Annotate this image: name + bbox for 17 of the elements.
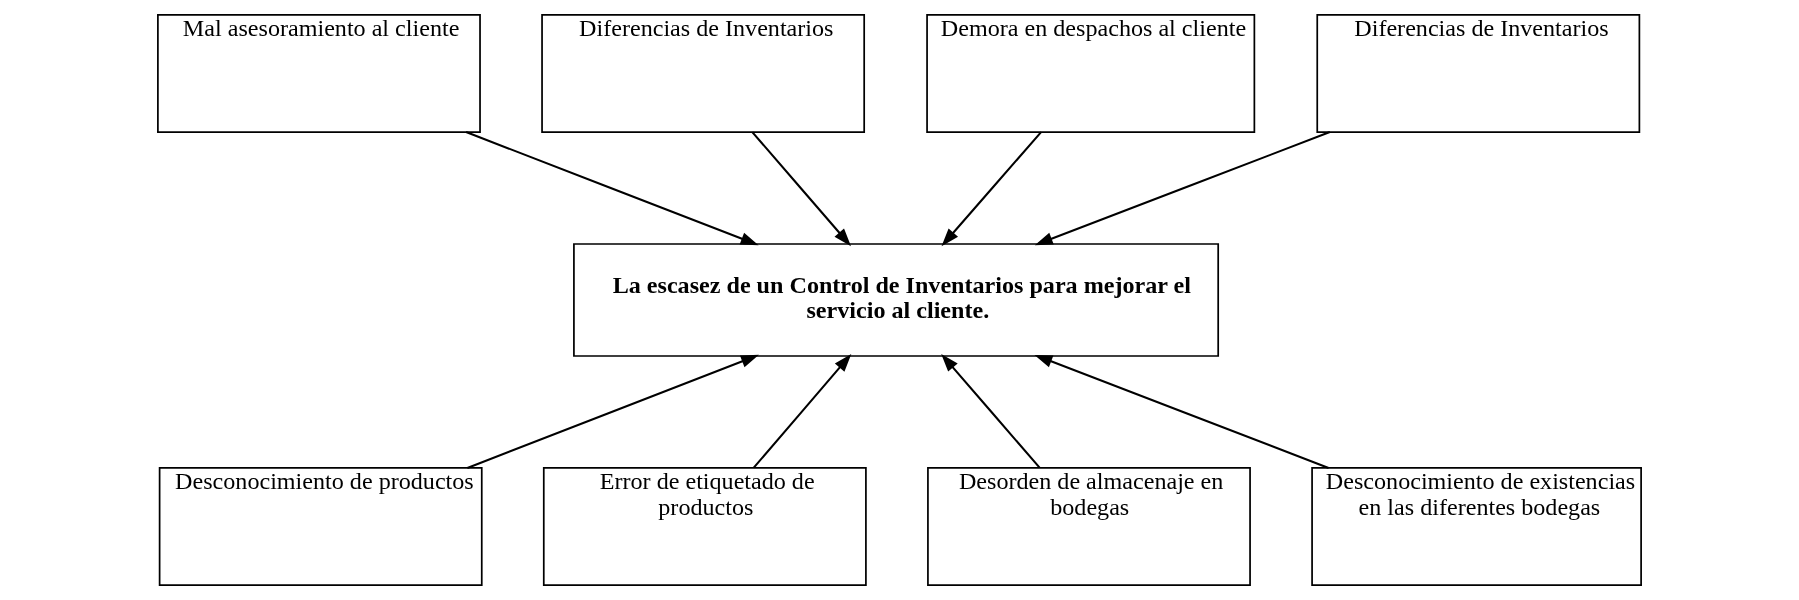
arrow xyxy=(941,131,1042,247)
arrow xyxy=(1034,354,1329,469)
arrow xyxy=(1034,131,1331,246)
node-box: Desconocimiento de existencias en las diferentes bodegas xyxy=(1311,467,1642,586)
node-box: Mal asesoramiento al cliente xyxy=(157,14,481,133)
node-box: Diferencias de Inventarios xyxy=(1316,14,1641,133)
node-box: La escasez de un Control de Inventarios para mejorar el servicio al cliente. xyxy=(573,243,1220,357)
node-box: Demora en despachos al cliente xyxy=(926,14,1256,133)
arrow xyxy=(465,131,759,246)
node-box: Diferencias de Inventarios xyxy=(541,14,866,133)
arrow xyxy=(941,353,1041,469)
arrow xyxy=(753,353,852,469)
node-box: Error de etiquetado de productos xyxy=(542,467,867,586)
arrow xyxy=(467,354,759,469)
node-box: Desorden de almacenaje en bodegas xyxy=(927,467,1251,586)
node-box: Desconocimiento de productos xyxy=(158,467,483,586)
arrow xyxy=(751,131,851,247)
